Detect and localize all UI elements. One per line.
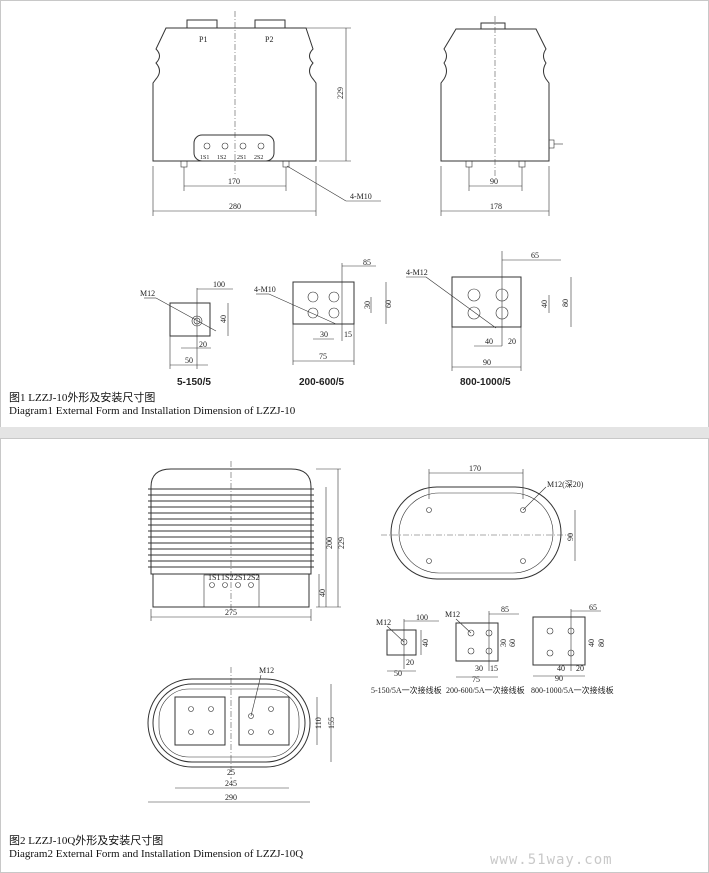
dim: 200 xyxy=(325,537,334,549)
terminal-label: 2S2 xyxy=(247,573,259,582)
terminal-label: 2S1 xyxy=(237,155,246,161)
dim-side-width: 178 xyxy=(490,202,502,211)
dim-side-mount: 90 xyxy=(490,177,498,186)
dim: 15 xyxy=(490,664,498,673)
dim: 50 xyxy=(185,356,193,365)
dim: 75 xyxy=(472,675,480,684)
label-bolt: M12 xyxy=(445,610,460,619)
watermark: www.51way.com xyxy=(490,852,613,868)
label-bolt: 4-M10 xyxy=(254,285,276,294)
dim-height: 229 xyxy=(336,87,345,99)
dim: 290 xyxy=(225,793,237,802)
panel-separator xyxy=(0,427,709,438)
caption-cn: 图1 LZZJ-10外形及安装尺寸图 xyxy=(9,392,156,404)
dim: 65 xyxy=(589,603,597,612)
terminal-label: 1S1 xyxy=(208,573,220,582)
dim: 30 xyxy=(499,639,508,647)
front-view: P1 P2 1S1 1S2 2S1 2S2 229 170 280 4-M10 xyxy=(152,11,381,216)
front-view: 1S1 1S2 2S1 2S2 229 200 40 275 xyxy=(148,461,346,621)
dim: 40 xyxy=(540,300,549,308)
plate-800-1000a: 65 40 80 40 20 90 800-1000/5A一次接线板 xyxy=(531,603,614,695)
dim: 85 xyxy=(501,605,509,614)
diagram2-drawing: 1S1 1S2 2S1 2S2 229 200 40 275 170 M12(深… xyxy=(147,461,614,803)
dim-width: 280 xyxy=(229,202,241,211)
dim: 40 xyxy=(485,337,493,346)
dim: 30 xyxy=(475,664,483,673)
plate-label: 800-1000/5A一次接线板 xyxy=(531,685,614,695)
diagram1-panel: P1 P2 1S1 1S2 2S1 2S2 229 170 280 4-M10 … xyxy=(0,0,709,428)
dim: 80 xyxy=(597,639,606,647)
dim: 75 xyxy=(319,352,327,361)
plate-5-150a: 100 M12 40 20 50 5-150/5A一次接线板 xyxy=(371,613,442,695)
dim: 60 xyxy=(384,300,393,308)
dim: 30 xyxy=(320,330,328,339)
label-bolt: M12 xyxy=(140,289,155,298)
dim: 80 xyxy=(561,299,570,307)
caption-en: Diagram2 External Form and Installation … xyxy=(9,848,304,860)
caption-cn: 图2 LZZJ-10Q外形及安装尺寸图 xyxy=(9,835,164,847)
dim: 40 xyxy=(557,664,565,673)
dim: 20 xyxy=(199,340,207,349)
dim: 85 xyxy=(363,258,371,267)
plate-800-1000: 65 4-M12 40 80 40 20 90 800-1000/5 xyxy=(406,251,572,388)
dim: 65 xyxy=(531,251,539,260)
label-bolt: 4-M12 xyxy=(406,268,428,277)
plate-label: 800-1000/5 xyxy=(460,377,511,388)
dim: 40 xyxy=(219,315,228,323)
dim: 245 xyxy=(225,779,237,788)
plate-label: 5-150/5A一次接线板 xyxy=(371,685,442,695)
dim: 15 xyxy=(344,330,352,339)
dim: 100 xyxy=(213,280,225,289)
caption-en: Diagram1 External Form and Installation … xyxy=(9,405,296,417)
dim: 40 xyxy=(421,639,430,647)
label-p1: P1 xyxy=(199,35,207,44)
dim: 110 xyxy=(314,717,323,729)
terminal-label: 1S1 xyxy=(200,155,209,161)
terminal-label: 2S1 xyxy=(234,573,246,582)
dim: 40 xyxy=(318,589,327,597)
label-bolt: M12 xyxy=(259,666,274,675)
dim: 20 xyxy=(406,658,414,667)
diagram2-panel: 1S1 1S2 2S1 2S2 229 200 40 275 170 M12(深… xyxy=(0,438,709,873)
dim: 100 xyxy=(416,613,428,622)
side-view: 90 178 xyxy=(440,16,563,216)
dim: 155 xyxy=(327,717,336,729)
plate-label: 200-600/5 xyxy=(299,377,344,388)
label-bolt: 4-M10 xyxy=(350,192,372,201)
plate-200-600a: 85 M12 30 60 30 15 75 200-600/5A一次接线板 xyxy=(445,605,525,695)
dim: 90 xyxy=(566,533,575,541)
dim: 60 xyxy=(508,639,517,647)
label-p2: P2 xyxy=(265,35,273,44)
plate-5-150: 100 M12 40 20 50 5-150/5 xyxy=(140,280,233,388)
plate-label: 5-150/5 xyxy=(177,377,211,388)
plate-label: 200-600/5A一次接线板 xyxy=(446,685,525,695)
top-view: 170 M12(深20) 90 xyxy=(381,464,584,580)
dim: 90 xyxy=(555,674,563,683)
terminal-label: 1S2 xyxy=(221,573,233,582)
dim: 275 xyxy=(225,608,237,617)
dim: 20 xyxy=(508,337,516,346)
dim: 229 xyxy=(337,537,346,549)
dim: 170 xyxy=(469,464,481,473)
bottom-view: M12 155 110 25 245 290 xyxy=(147,666,336,803)
dim: 30 xyxy=(363,301,372,309)
dim: 25 xyxy=(227,768,235,777)
dim-mount-spacing: 170 xyxy=(228,177,240,186)
dim: 20 xyxy=(576,664,584,673)
plate-200-600: 85 4-M10 30 60 30 15 75 200-600/5 xyxy=(254,258,393,388)
dim: 40 xyxy=(587,639,596,647)
dim: 50 xyxy=(394,669,402,678)
terminal-label: 1S2 xyxy=(217,155,226,161)
terminal-label: 2S2 xyxy=(254,155,263,161)
dim: 90 xyxy=(483,358,491,367)
diagram1-drawing: P1 P2 1S1 1S2 2S1 2S2 229 170 280 4-M10 … xyxy=(140,11,572,388)
label-bolt: M12 xyxy=(376,618,391,627)
label-bolt: M12(深20) xyxy=(547,480,584,489)
